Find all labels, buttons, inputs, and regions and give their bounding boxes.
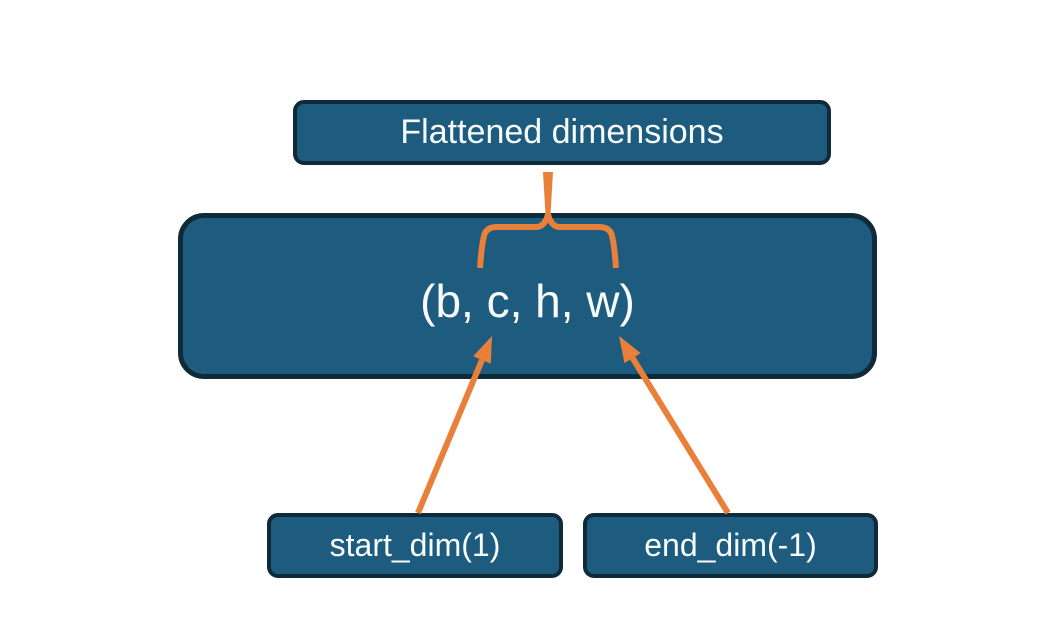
tensor-shape-label: (b, c, h, w) <box>420 275 635 327</box>
flattened-dimensions-label: Flattened dimensions <box>400 113 724 151</box>
end-dim-label: end_dim(-1) <box>644 527 817 563</box>
tensor-shape-box: (b, c, h, w) <box>178 213 877 379</box>
start-dim-box: start_dim(1) <box>267 513 563 578</box>
end-dim-arrow-shaft <box>630 356 731 515</box>
start-dim-label: start_dim(1) <box>329 527 501 563</box>
end-dim-box: end_dim(-1) <box>583 513 878 578</box>
flattened-dimensions-box: Flattened dimensions <box>293 100 831 165</box>
start-dim-arrow-shaft <box>415 358 485 515</box>
